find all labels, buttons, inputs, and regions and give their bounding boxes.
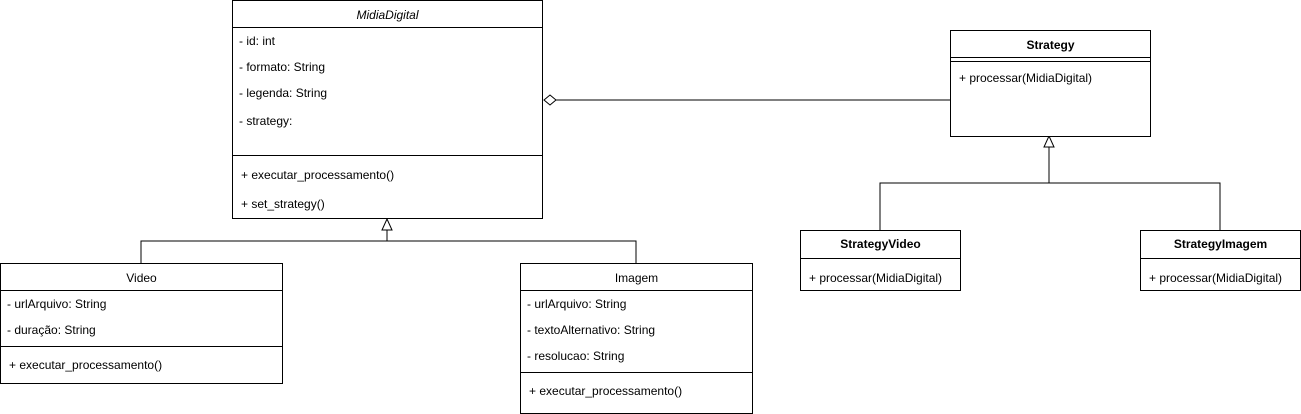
method: + processar(MidiaDigital) — [809, 271, 943, 285]
attribute: - urlArquivo: String — [527, 297, 627, 311]
class-divider — [1, 346, 282, 347]
attribute: - textoAlternativo: String — [527, 323, 656, 337]
class-imagem[interactable]: Imagem - urlArquivo: String - textoAlter… — [520, 263, 753, 414]
method: + processar(MidiaDigital) — [959, 71, 1093, 85]
method: + executar_processamento() — [9, 358, 163, 372]
class-divider — [521, 372, 752, 373]
method: + processar(MidiaDigital) — [1149, 271, 1283, 285]
class-divider — [233, 27, 542, 28]
method: + set_strategy() — [241, 197, 325, 211]
class-video[interactable]: Video - urlArquivo: String - duração: St… — [0, 263, 283, 384]
class-divider — [1, 290, 282, 291]
class-divider — [233, 155, 542, 156]
method: + executar_processamento() — [529, 384, 683, 398]
attribute: - legenda: String — [239, 86, 328, 100]
class-strategy[interactable]: Strategy + processar(MidiaDigital) — [950, 30, 1151, 137]
aggregation-diamond — [543, 94, 557, 106]
class-divider — [801, 258, 960, 259]
attribute: - urlArquivo: String — [7, 297, 107, 311]
class-divider — [951, 61, 1150, 62]
inheritance-line-strategy-video — [879, 182, 1049, 230]
class-name: StrategyVideo — [840, 237, 921, 251]
class-name: Imagem — [614, 271, 659, 285]
class-name: Video — [126, 271, 157, 285]
inheritance-arrowhead-midia — [381, 217, 393, 231]
class-divider — [1141, 258, 1300, 259]
class-name: StrategyImagem — [1173, 237, 1268, 251]
attribute: - duração: String — [7, 323, 96, 337]
inheritance-line-video — [140, 240, 387, 263]
inheritance-line-imagem — [387, 240, 637, 263]
method: + executar_processamento() — [241, 168, 395, 182]
attribute: - id: int — [239, 34, 276, 48]
class-midia-digital[interactable]: MidiaDigital - id: int - formato: String… — [232, 0, 543, 219]
attribute: - resolucao: String — [527, 349, 625, 363]
class-name: Strategy — [1026, 38, 1075, 52]
attribute: - formato: String — [239, 60, 326, 74]
class-name: MidiaDigital — [356, 8, 419, 22]
inheritance-arrowhead-strategy — [1043, 134, 1055, 148]
class-divider — [521, 290, 752, 291]
class-strategy-imagem[interactable]: StrategyImagem + processar(MidiaDigital) — [1140, 230, 1301, 291]
class-strategy-video[interactable]: StrategyVideo + processar(MidiaDigital) — [800, 230, 961, 291]
inheritance-line-strategy-imagem — [1049, 182, 1221, 230]
class-divider — [951, 57, 1150, 58]
attribute: - strategy: — [239, 114, 293, 128]
